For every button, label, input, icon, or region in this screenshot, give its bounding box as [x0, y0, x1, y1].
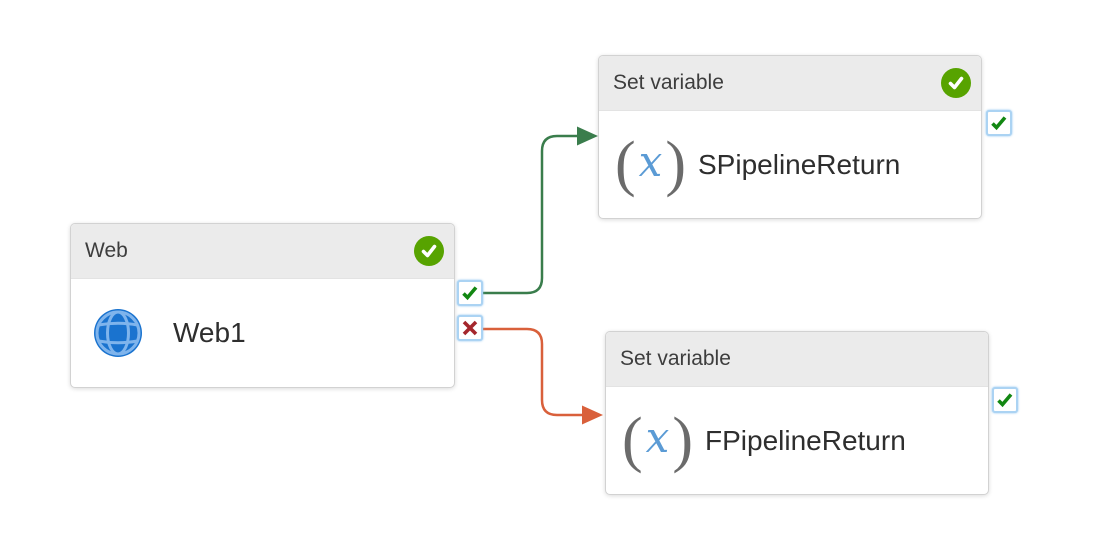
activity-type-label: Web [85, 239, 128, 262]
activity-type-label: Set variable [613, 71, 724, 94]
activity-node-spipelinereturn[interactable]: Set variable ( x ) SPipelineReturn [598, 55, 982, 219]
fpipelinereturn-success-port[interactable] [992, 387, 1018, 413]
check-icon [991, 116, 1007, 131]
spipelinereturn-success-port[interactable] [986, 110, 1012, 136]
x-glyph: x [638, 137, 663, 187]
node-body: ( x ) SPipelineReturn [599, 111, 981, 218]
node-header: Set variable [606, 332, 988, 387]
x-glyph: x [645, 413, 670, 463]
check-icon [948, 76, 964, 90]
activity-node-web1[interactable]: Web Web1 [70, 223, 455, 388]
set-variable-icon: ( x ) [615, 129, 686, 198]
paren-glyph: ( [622, 405, 643, 474]
status-succeeded-badge [414, 236, 444, 266]
node-header: Web [71, 224, 454, 279]
check-icon [997, 393, 1013, 408]
paren-glyph: ( [615, 129, 636, 198]
node-body: ( x ) FPipelineReturn [606, 387, 988, 494]
failure-arrowhead-icon [582, 405, 603, 425]
activity-name: Web1 [173, 317, 246, 348]
activity-name: SPipelineReturn [698, 148, 901, 180]
success-connector-line[interactable] [483, 134, 578, 295]
web1-success-port[interactable] [457, 280, 483, 306]
node-header: Set variable [599, 56, 981, 111]
set-variable-icon: ( x ) [622, 405, 693, 474]
paren-glyph: ) [665, 129, 686, 198]
activity-name: FPipelineReturn [705, 424, 906, 456]
check-icon [421, 244, 437, 258]
activity-type-label: Set variable [620, 347, 731, 370]
cross-icon [462, 320, 478, 336]
web1-failure-port[interactable] [457, 315, 483, 341]
node-body: Web1 [71, 279, 454, 387]
web-globe-icon [94, 309, 142, 357]
success-arrowhead-icon [577, 126, 598, 146]
check-icon [462, 286, 478, 301]
activity-node-fpipelinereturn[interactable]: Set variable ( x ) FPipelineReturn [605, 331, 989, 495]
status-succeeded-badge [941, 68, 971, 98]
paren-glyph: ) [672, 405, 693, 474]
failure-connector-line[interactable] [483, 327, 582, 417]
